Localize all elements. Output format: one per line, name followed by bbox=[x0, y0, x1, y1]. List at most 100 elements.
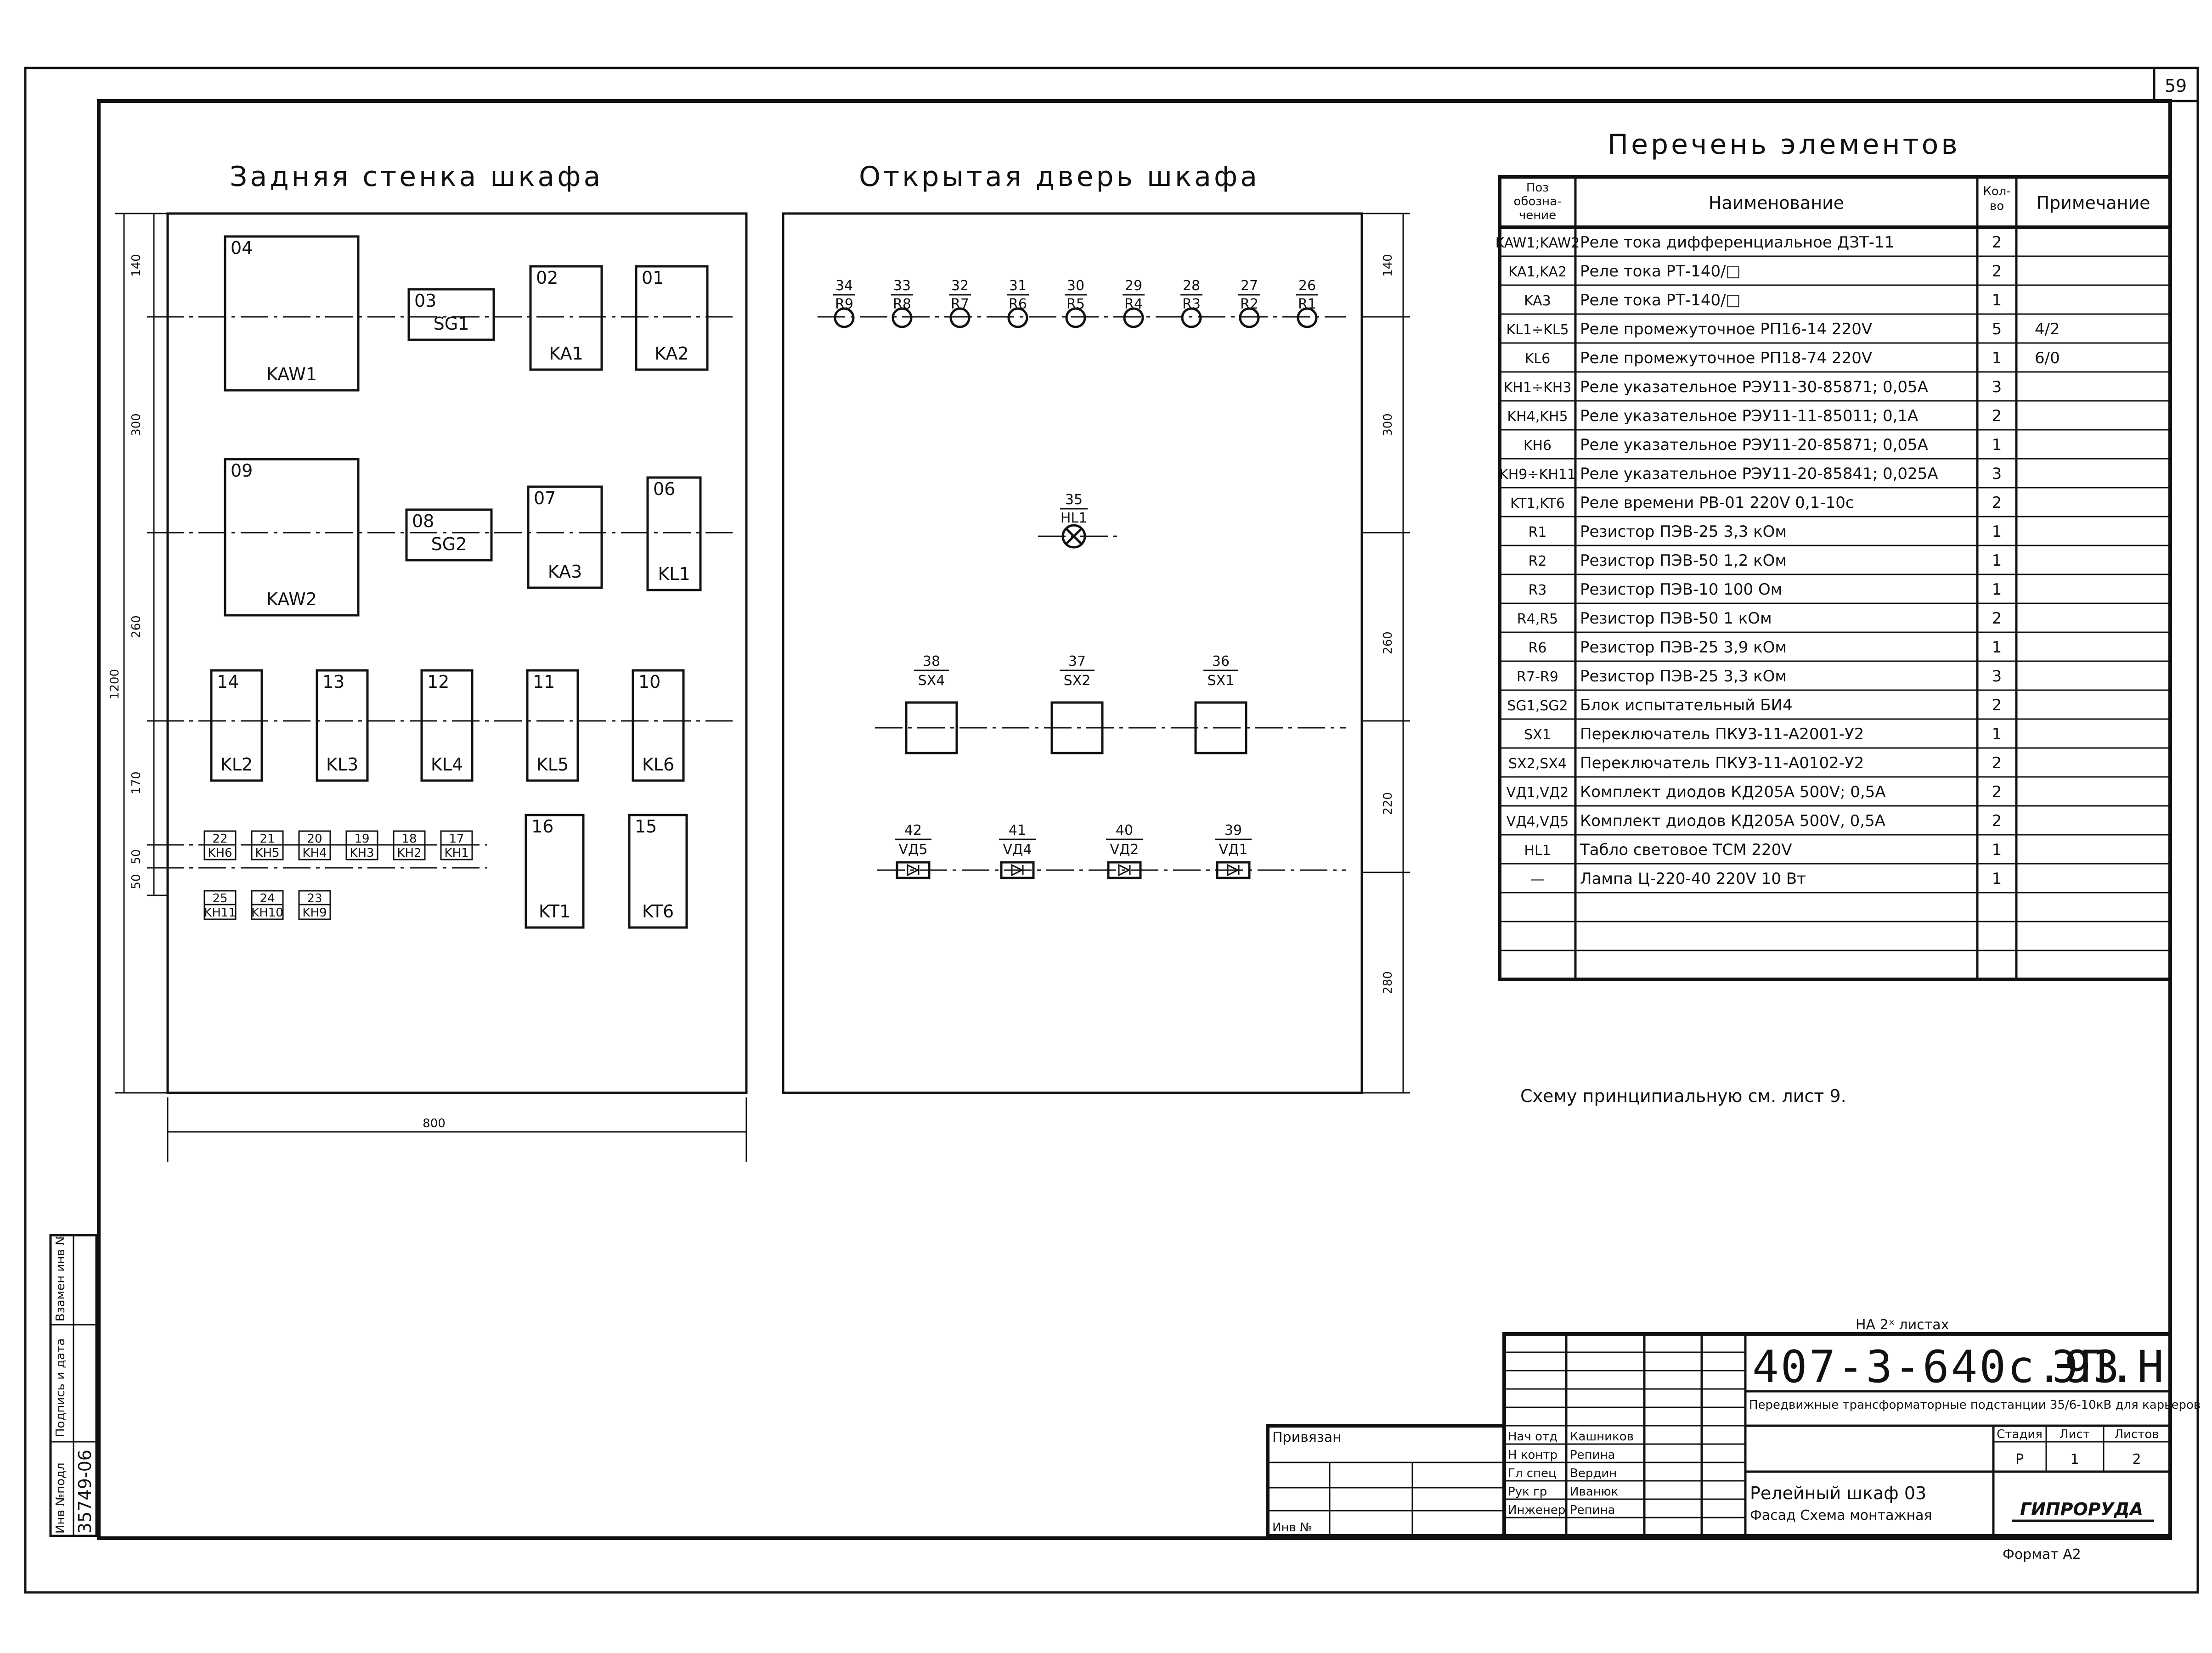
role-name: Иванюк bbox=[1570, 1485, 1618, 1499]
row-name: Реле тока РТ-140/□ bbox=[1580, 262, 1741, 281]
row-name: Реле тока дифференциальное ДЗТ-11 bbox=[1580, 233, 1894, 252]
svg-text:25: 25 bbox=[212, 892, 227, 905]
header-pos: чение bbox=[1519, 208, 1556, 222]
device-kt6 bbox=[628, 814, 688, 929]
lamp-hl1 bbox=[1061, 524, 1086, 549]
row-name: Реле указательное РЭУ11-20-85871; 0,05А bbox=[1580, 436, 1928, 454]
svg-text:KH1: KH1 bbox=[444, 846, 468, 860]
row-qty: 5 bbox=[1992, 320, 2002, 338]
inv-label: Инв № bbox=[1272, 1521, 1312, 1535]
device-pos: 06 bbox=[653, 479, 675, 499]
drawing-title-1: Релейный шкаф 03 bbox=[1750, 1483, 1926, 1503]
row-name: Реле тока РТ-140/□ bbox=[1580, 291, 1741, 309]
device-kt1 bbox=[525, 814, 585, 929]
device-pos: 09 bbox=[231, 461, 253, 481]
svg-text:35: 35 bbox=[1065, 492, 1083, 508]
row-qty: 2 bbox=[1992, 783, 2002, 801]
svg-text:260: 260 bbox=[1381, 631, 1395, 654]
row-pos: KH1÷KH3 bbox=[1504, 380, 1572, 396]
row-name: Реле указательное РЭУ11-11-85011; 0,1А bbox=[1580, 407, 1918, 425]
back-wall-panel bbox=[166, 212, 748, 1094]
row-name: Комплект диодов КД205А 500V, 0,5А bbox=[1580, 812, 1885, 830]
row-pos: — bbox=[1531, 871, 1545, 888]
device-pos: 07 bbox=[534, 488, 556, 508]
door-devices: 34R933R832R731R630R529R428R327R226R135HL… bbox=[818, 278, 1346, 879]
back-wall-title: Задняя стенка шкафа bbox=[230, 161, 603, 193]
role-label: Рук гр bbox=[1508, 1485, 1547, 1499]
row-qty: 1 bbox=[1992, 523, 2002, 541]
row-pos: HL1 bbox=[1524, 843, 1551, 859]
svg-text:30: 30 bbox=[1067, 278, 1084, 294]
svg-text:SX4: SX4 bbox=[918, 673, 945, 689]
svg-text:36: 36 bbox=[1212, 653, 1230, 669]
schematic-note: Схему принципиальную см. лист 9. bbox=[1520, 1086, 1846, 1106]
svg-text:HL1: HL1 bbox=[1061, 510, 1087, 526]
svg-text:KH4: KH4 bbox=[302, 846, 327, 860]
role-label: Гл спец bbox=[1508, 1467, 1557, 1480]
role-name: Кашников bbox=[1570, 1430, 1634, 1444]
role-label: Н контр bbox=[1508, 1448, 1557, 1462]
role-label: Нач отд bbox=[1508, 1430, 1557, 1444]
resistor-r1 bbox=[1297, 307, 1318, 328]
resistor-r3 bbox=[1181, 307, 1202, 328]
elements-list-title: Перечень элементов bbox=[1608, 129, 1960, 161]
project-title: Передвижные трансформаторные подстанции … bbox=[1749, 1398, 2201, 1412]
resistor-r2 bbox=[1239, 307, 1260, 328]
sheets-note: НА 2ˣ листах bbox=[1856, 1317, 1949, 1333]
row-name: Блок испытательный БИ4 bbox=[1580, 696, 1793, 714]
row-pos: R3 bbox=[1529, 582, 1547, 598]
row-pos: KH9÷KH11 bbox=[1499, 467, 1576, 483]
doc-number: 407-3-640с.93 bbox=[1752, 1341, 2121, 1393]
svg-text:170: 170 bbox=[130, 771, 143, 794]
row-qty: 1 bbox=[1992, 551, 2002, 570]
svg-text:1200: 1200 bbox=[108, 669, 122, 699]
diode-3 bbox=[1216, 861, 1251, 879]
device-ka3 bbox=[527, 485, 603, 589]
row-qty: 2 bbox=[1992, 609, 2002, 628]
device-pos: 16 bbox=[531, 816, 553, 837]
row-pos: R4,R5 bbox=[1517, 611, 1558, 627]
row-pos: KL6 bbox=[1525, 351, 1550, 367]
svg-text:22: 22 bbox=[212, 832, 227, 846]
svg-text:280: 280 bbox=[1381, 971, 1395, 994]
svg-text:21: 21 bbox=[260, 832, 275, 846]
row-name: Реле промежуточное РП18-74 220V bbox=[1580, 349, 1872, 367]
row-pos: KL1÷KL5 bbox=[1506, 322, 1569, 338]
header-note: Примечание bbox=[2036, 193, 2150, 213]
svg-text:50: 50 bbox=[130, 849, 143, 864]
resistor-r6 bbox=[1007, 307, 1028, 328]
row-pos: KA3 bbox=[1524, 293, 1551, 309]
back-wall-dimensions: 140 300 260 170 50 50 1200 800 bbox=[108, 213, 747, 1162]
row-qty: 3 bbox=[1992, 378, 2002, 396]
device-kl6 bbox=[632, 669, 685, 782]
row-name: Резистор ПЭВ-10 100 Ом bbox=[1580, 580, 1782, 599]
device-kl3 bbox=[316, 669, 369, 782]
svg-text:KH5: KH5 bbox=[255, 846, 279, 860]
device-ka1 bbox=[529, 265, 603, 371]
svg-text:VД2: VД2 bbox=[1110, 842, 1139, 858]
row-qty: 2 bbox=[1992, 494, 2002, 512]
device-label: KA1 bbox=[549, 343, 583, 364]
device-ka2 bbox=[635, 265, 709, 371]
device-pos: 01 bbox=[642, 268, 664, 288]
svg-text:140: 140 bbox=[130, 254, 143, 277]
row-qty: 1 bbox=[1992, 841, 2002, 859]
row-pos: R2 bbox=[1529, 553, 1547, 569]
svg-text:260: 260 bbox=[130, 615, 143, 638]
svg-text:KH2: KH2 bbox=[397, 846, 421, 860]
row-qty: 2 bbox=[1992, 233, 2002, 252]
device-kl1 bbox=[646, 476, 702, 591]
door-title: Открытая дверь шкафа bbox=[859, 161, 1260, 193]
svg-text:KH3: KH3 bbox=[350, 846, 374, 860]
role-name: Репина bbox=[1570, 1503, 1615, 1517]
resistor-r7 bbox=[949, 307, 971, 328]
replace-inv-label: Взамен инв № bbox=[54, 1233, 68, 1321]
svg-text:42: 42 bbox=[904, 822, 922, 838]
device-pos: 10 bbox=[638, 672, 660, 692]
row-qty: 3 bbox=[1992, 465, 2002, 483]
role-label: Инженер bbox=[1508, 1503, 1565, 1517]
svg-text:26: 26 bbox=[1298, 278, 1316, 294]
svg-text:20: 20 bbox=[307, 832, 322, 846]
row-qty: 1 bbox=[1992, 638, 2002, 657]
